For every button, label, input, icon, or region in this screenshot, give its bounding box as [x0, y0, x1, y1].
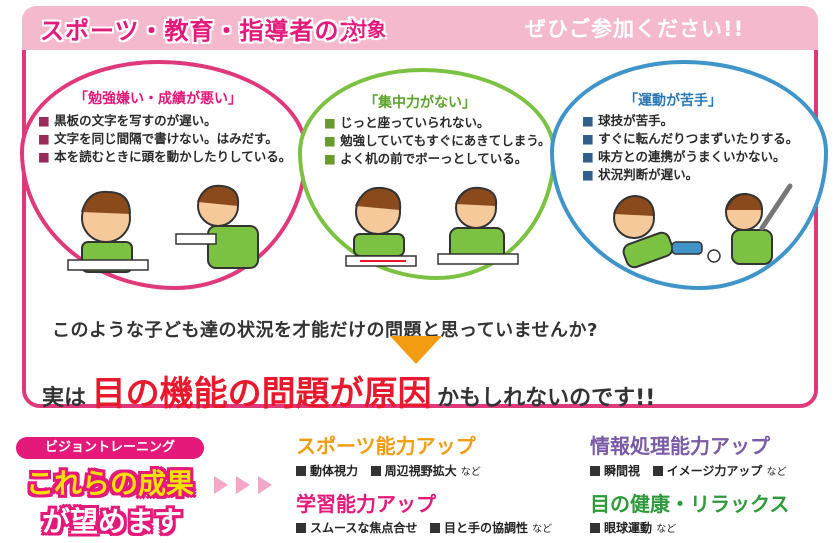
- square-bullet-icon: [370, 466, 381, 476]
- list-item: 球技が苦手。: [582, 112, 798, 130]
- list-item: 黒板の文字を写すのが遅い。: [38, 112, 291, 130]
- arrow-right-icon: [214, 476, 228, 494]
- reveal-main: 目の機能の問題が原因: [91, 374, 432, 414]
- thought-cloud-study: 「勉強嫌い・成績が悪い」 黒板の文字を写すのが遅い。 文字を同じ間隔で書けない。…: [20, 60, 308, 290]
- banner-title: スポーツ・教育・指導者の方: [40, 17, 365, 45]
- illustration-children-bored: [345, 186, 519, 267]
- benefit-item: イメージ力アップ: [666, 464, 763, 478]
- benefit-item: 瞬間視: [604, 464, 641, 478]
- list-item: 状況判断が遅い。: [582, 166, 798, 184]
- down-arrow-icon: [390, 336, 442, 364]
- cloud-list-study: 黒板の文字を写すのが遅い。 文字を同じ間隔で書けない。はみだす。 本を読むときに…: [38, 112, 291, 166]
- benefit-suffix: など: [766, 467, 787, 478]
- results-line-1: これらの成果: [26, 467, 195, 500]
- square-bullet-icon: [590, 466, 600, 476]
- reveal-suffix: かもしれないのです!!: [437, 386, 656, 411]
- square-bullet-icon: [652, 466, 663, 476]
- list-item: 味方との連携がうまくいかない。: [582, 148, 798, 166]
- benefit-items-learning: スムースな焦点合せ 目と手の協調性 など: [296, 519, 552, 536]
- benefit-item: 動体視力: [310, 464, 359, 478]
- cloud-title-sports: 「運動が苦手」: [624, 93, 722, 109]
- benefit-title-learning: 学習能力アップ: [296, 492, 436, 516]
- arrow-right-icon: [236, 476, 250, 494]
- list-item: よく机の前でボーっとしている。: [324, 150, 551, 168]
- square-bullet-icon: [590, 523, 600, 533]
- thought-cloud-sports: 「運動が苦手」 球技が苦手。 すぐに転んだりつまずいたりする。 味方との連携がう…: [550, 60, 828, 290]
- benefit-title-health: 目の健康・リラックス: [590, 492, 790, 516]
- benefit-suffix: など: [656, 524, 677, 535]
- square-bullet-icon: [429, 523, 440, 533]
- benefit-title-processing: 情報処理能力アップ: [590, 434, 770, 458]
- benefit-title-sports: スポーツ能力アップ: [296, 434, 476, 458]
- list-item: 勉強していてもすぐにあきてしまう。: [324, 132, 550, 150]
- vision-training-badge: ビジョントレーニング: [16, 437, 204, 459]
- banner-suffix: 対象: [348, 19, 387, 41]
- list-item: 文字を同じ間隔で書けない。はみだす。: [38, 130, 291, 148]
- cloud-title-focus: 「集中力がない」: [364, 95, 476, 111]
- top-banner: [22, 6, 818, 50]
- benefit-items-sports: 動体視力 周辺視野拡大 など: [296, 462, 481, 479]
- list-item: じっと座っていられない。: [324, 114, 551, 132]
- reveal-prefix: 実は: [42, 386, 87, 411]
- list-item: 本を読むときに頭を動かしたりしている。: [38, 148, 291, 166]
- cloud-title-study: 「勉強嫌い・成績が悪い」: [74, 91, 242, 107]
- cloud-list-sports: 球技が苦手。 すぐに転んだりつまずいたりする。 味方との連携がうまくいかない。 …: [582, 112, 798, 184]
- banner-cta: ぜひご参加ください!!: [525, 17, 745, 41]
- reveal-headline: 実は 目の機能の問題が原因 かもしれないのです!!: [42, 366, 655, 415]
- benefit-items-health: 眼球運動 など: [590, 519, 676, 536]
- benefit-suffix: など: [460, 467, 481, 478]
- benefit-item: 目と手の協調性: [443, 521, 528, 535]
- cloud-list-focus: じっと座っていられない。 勉強していてもすぐにあきてしまう。 よく机の前でボーっ…: [324, 114, 551, 168]
- square-bullet-icon: [296, 466, 306, 476]
- benefit-suffix: など: [532, 524, 553, 535]
- question-text: このような子ども達の状況を才能だけの問題と思っていませんか?: [52, 320, 598, 341]
- illustration-children-reading: [67, 184, 259, 273]
- benefit-item: スムースな焦点合せ: [310, 521, 418, 535]
- arrow-right-icon: [258, 476, 272, 494]
- square-bullet-icon: [296, 523, 306, 533]
- illustration-children-sports: [613, 183, 793, 269]
- thought-cloud-focus: 「集中力がない」 じっと座っていられない。 勉強していてもすぐにあきてしまう。 …: [298, 68, 556, 280]
- list-item: すぐに転んだりつまずいたりする。: [582, 130, 798, 148]
- benefit-item: 周辺視野拡大: [384, 464, 457, 478]
- results-line-2: が望めます: [42, 505, 183, 538]
- benefit-items-processing: 瞬間視 イメージ力アップ など: [590, 462, 787, 479]
- benefit-item: 眼球運動: [604, 521, 653, 535]
